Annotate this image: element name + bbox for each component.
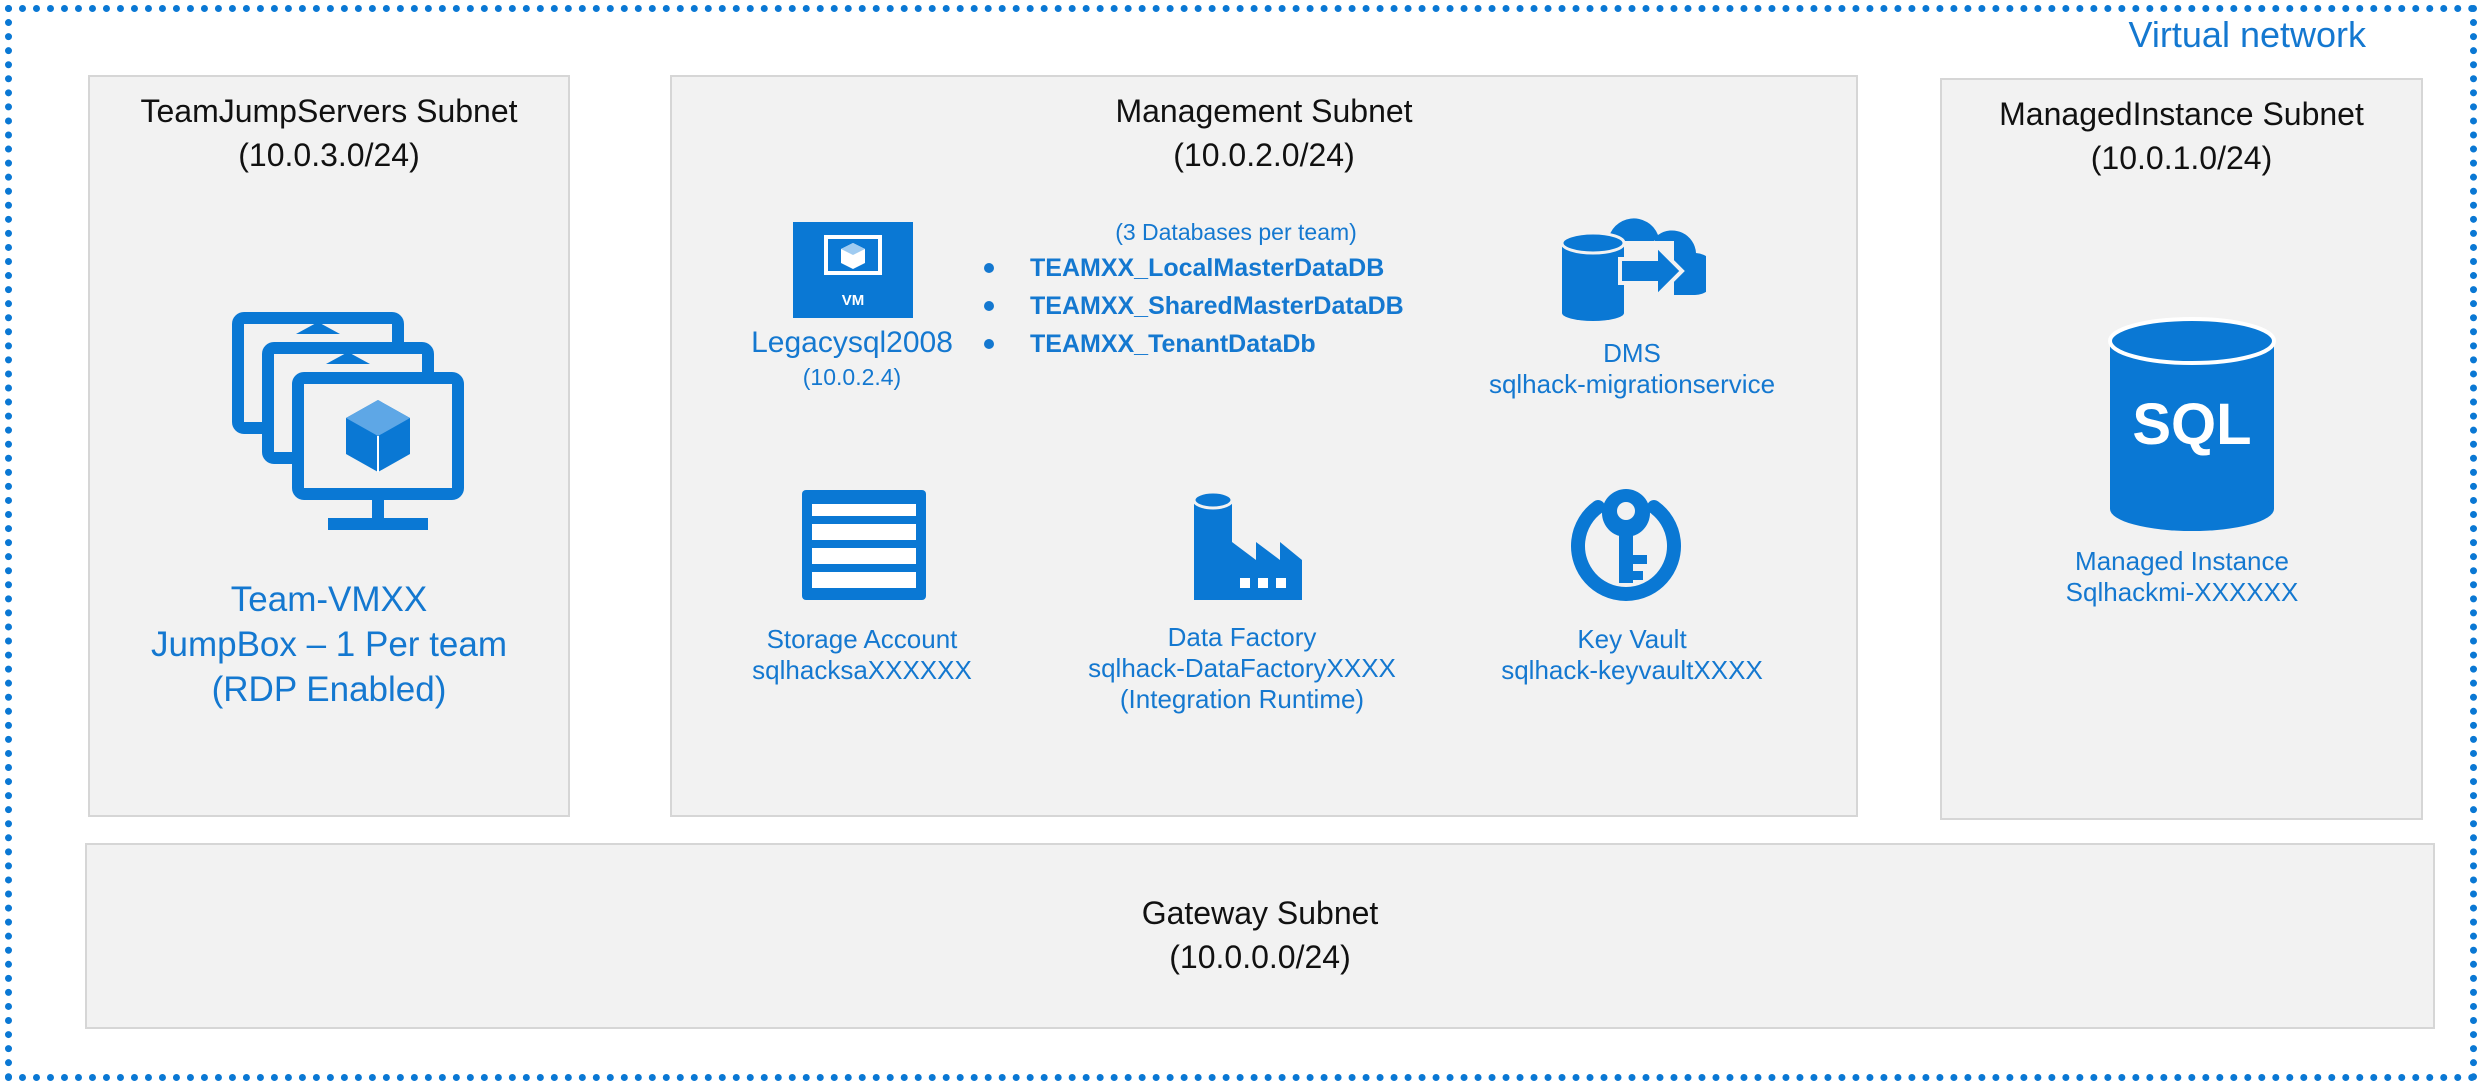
subnet-gateway: Gateway Subnet (10.0.0.0/24) bbox=[85, 843, 2435, 1029]
subnet-title: Gateway Subnet bbox=[1141, 895, 1379, 931]
database-item: TEAMXX_TenantDataDb bbox=[984, 325, 1404, 363]
sql-database-icon bbox=[2108, 317, 2276, 531]
legacy-vm-ip: (10.0.2.4) bbox=[802, 364, 902, 390]
virtual-network-label: Virtual network bbox=[2128, 14, 2366, 55]
subnet-management: Management Subnet (10.0.2.0/24) VM Legac… bbox=[670, 75, 1858, 817]
subnet-managedinstance: ManagedInstance Subnet (10.0.1.0/24) SQL… bbox=[1940, 78, 2423, 820]
data-factory-icon bbox=[1192, 490, 1302, 600]
subnet-title: ManagedInstance Subnet bbox=[1999, 96, 2364, 132]
sql-icon-text: SQL bbox=[2132, 392, 2252, 457]
key-vault-icon bbox=[1571, 489, 1681, 601]
subnet-title: Management Subnet bbox=[1115, 93, 1413, 129]
database-list: TEAMXX_LocalMasterDataDB TEAMXX_SharedMa… bbox=[984, 249, 1404, 363]
database-note: (3 Databases per team) bbox=[1115, 219, 1357, 245]
jumpbox-rdp-note: (RDP Enabled) bbox=[211, 670, 447, 709]
managed-instance-name: Sqlhackmi-XXXXXX bbox=[2065, 577, 2299, 607]
storage-account-icon bbox=[802, 490, 926, 600]
database-item: TEAMXX_LocalMasterDataDB bbox=[984, 249, 1404, 287]
data-factory-name: sqlhack-DataFactoryXXXX bbox=[1088, 653, 1396, 683]
vm-icon: VM bbox=[793, 222, 913, 318]
dms-label: DMS bbox=[1603, 338, 1661, 368]
subnet-title: TeamJumpServers Subnet bbox=[140, 93, 518, 129]
storage-account-name: sqlhacksaXXXXXX bbox=[752, 655, 972, 685]
database-item: TEAMXX_SharedMasterDataDB bbox=[984, 287, 1404, 325]
key-vault-label: Key Vault bbox=[1577, 624, 1687, 654]
data-factory-runtime: (Integration Runtime) bbox=[1119, 684, 1365, 714]
subnet-cidr: (10.0.3.0/24) bbox=[238, 137, 420, 173]
database-migration-service-icon bbox=[1560, 218, 1706, 321]
key-vault-name: sqlhack-keyvaultXXXX bbox=[1501, 655, 1763, 685]
jumpbox-name: Team-VMXX bbox=[230, 580, 428, 619]
dms-service-name: sqlhack-migrationservice bbox=[1488, 369, 1776, 399]
managed-instance-label: Managed Instance bbox=[2075, 546, 2289, 576]
storage-account-label: Storage Account bbox=[766, 624, 958, 654]
subnet-cidr: (10.0.1.0/24) bbox=[2090, 140, 2273, 176]
virtual-machines-icon bbox=[232, 312, 464, 530]
legacy-vm-name: Legacysql2008 bbox=[751, 326, 953, 359]
vm-badge: VM bbox=[841, 292, 865, 309]
subnet-cidr: (10.0.2.0/24) bbox=[1173, 137, 1355, 173]
subnet-cidr: (10.0.0.0/24) bbox=[1169, 939, 1351, 975]
virtual-network-boundary bbox=[5, 5, 2477, 1081]
data-factory-label: Data Factory bbox=[1167, 622, 1317, 652]
subnet-teamjumpservers: TeamJumpServers Subnet (10.0.3.0/24) Tea… bbox=[88, 75, 570, 817]
jumpbox-description: JumpBox – 1 Per team bbox=[151, 625, 507, 664]
